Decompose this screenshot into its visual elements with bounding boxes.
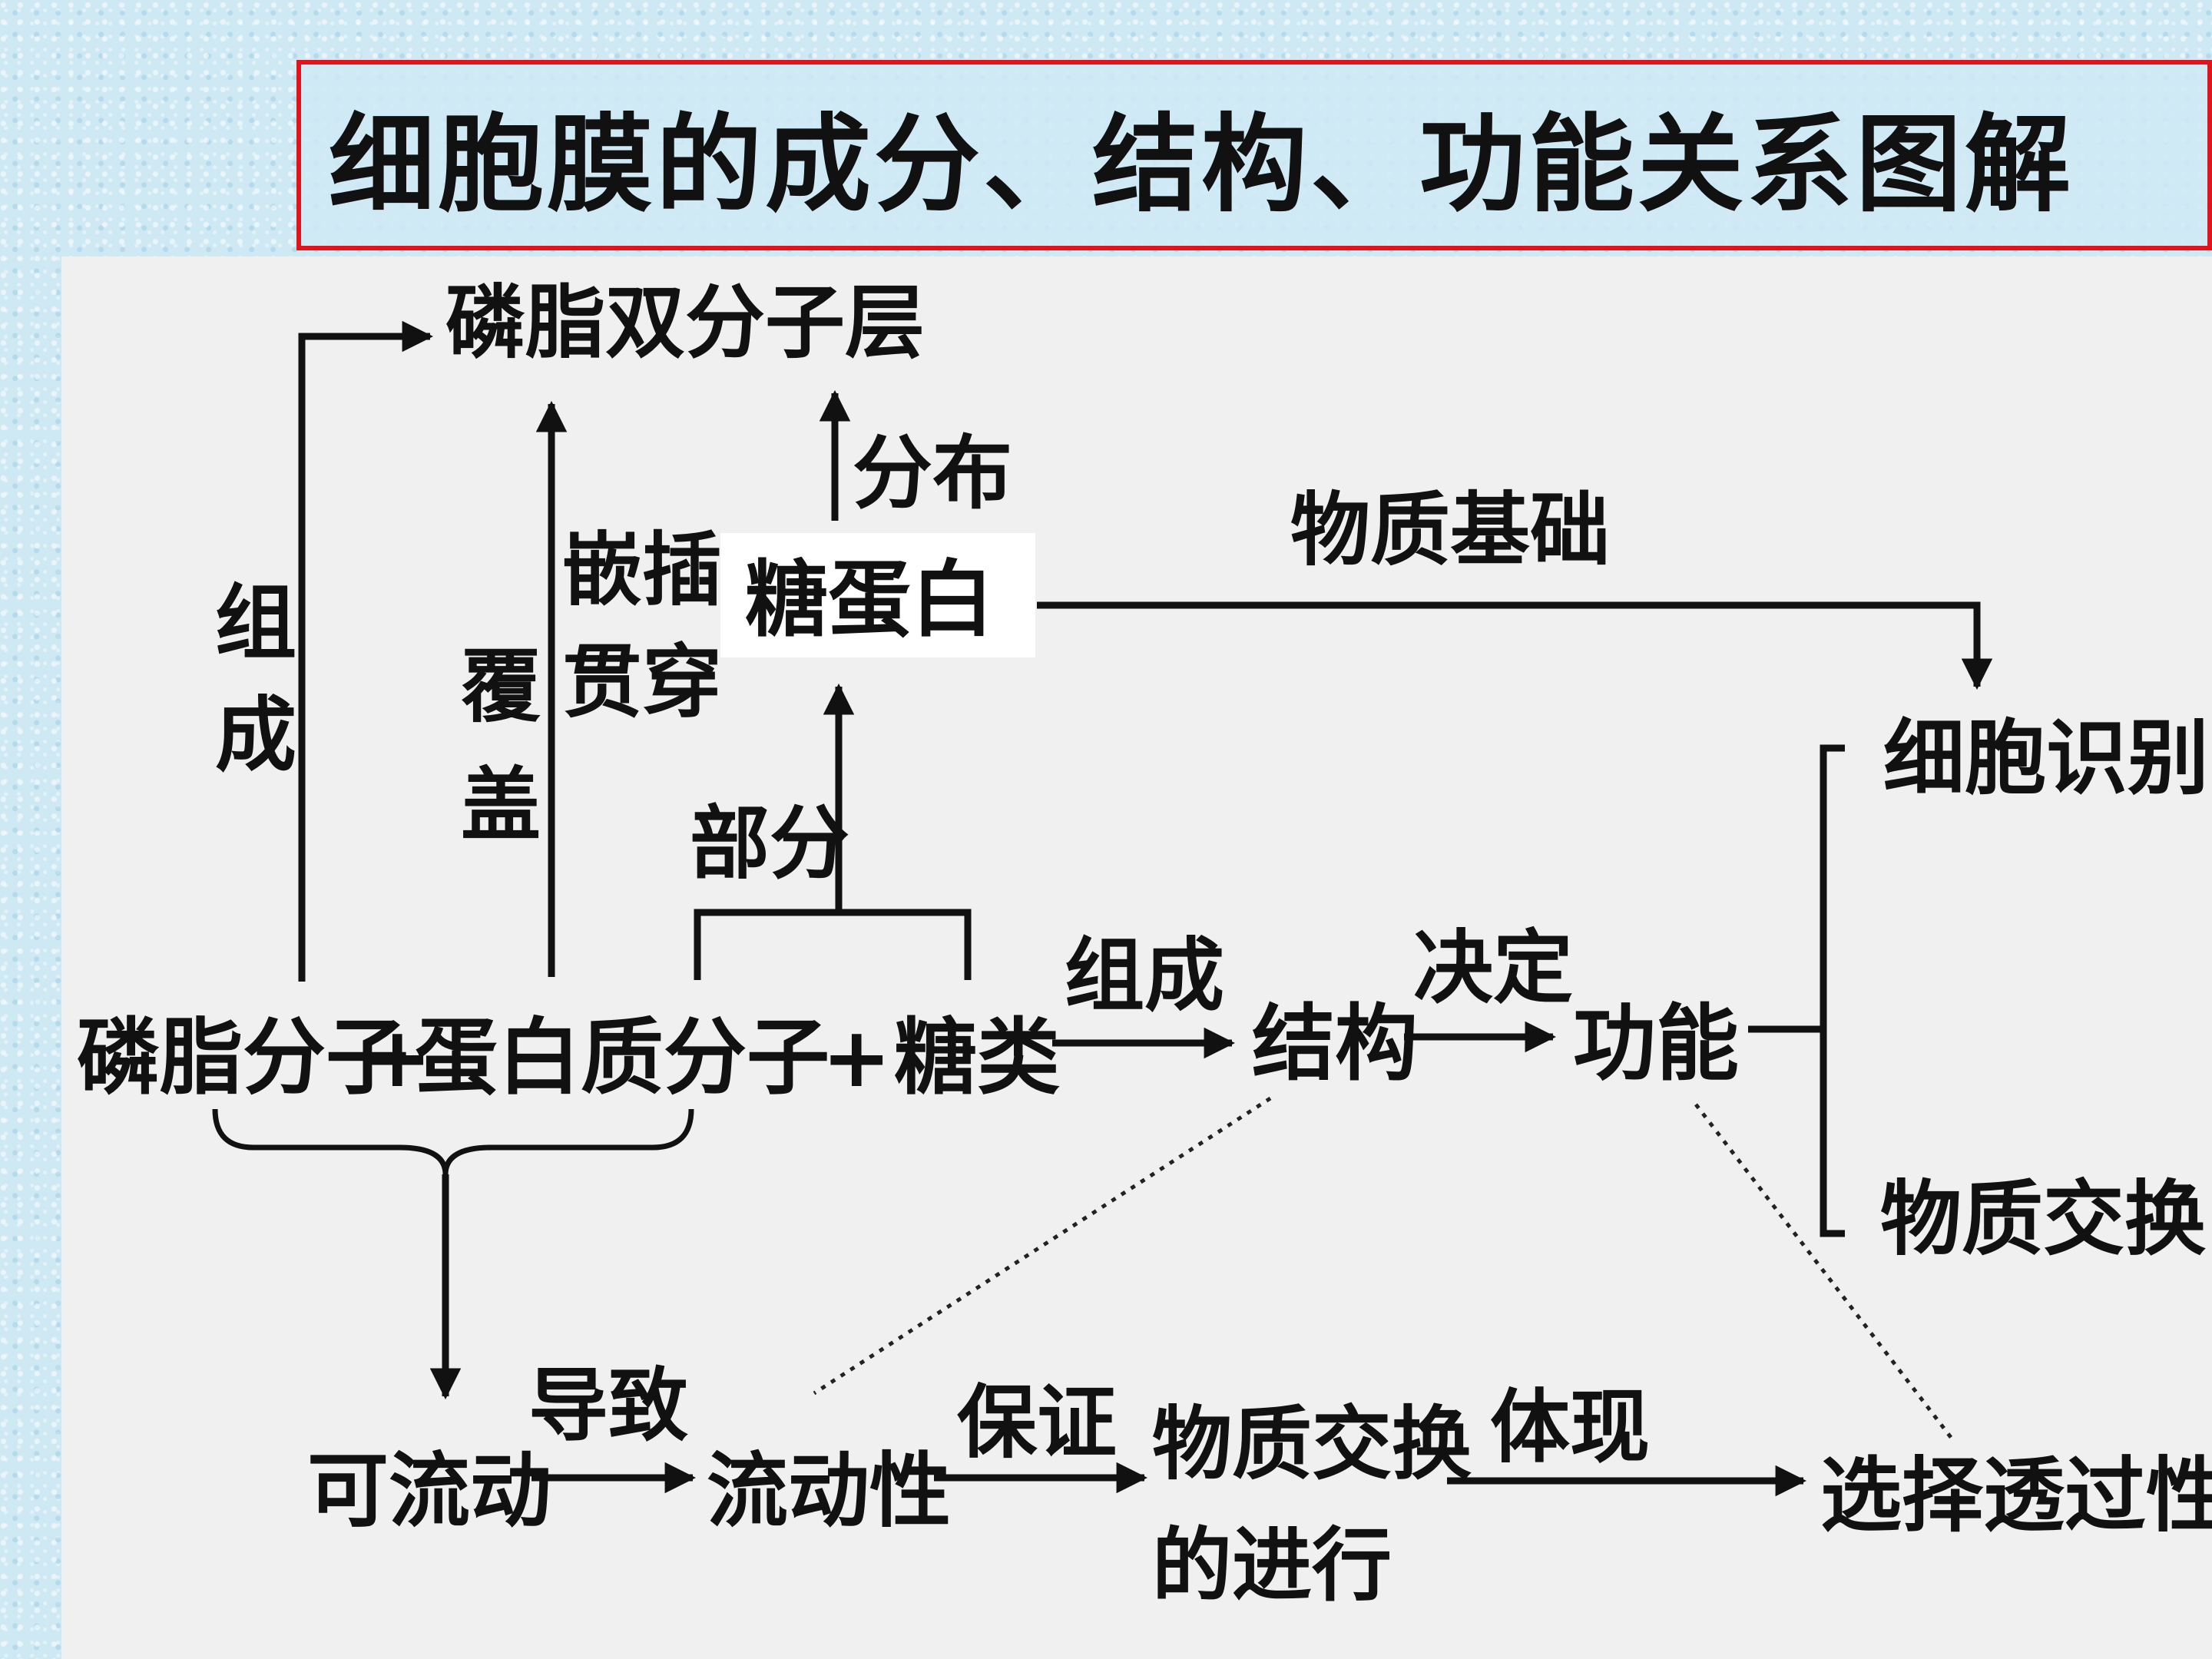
edge-penetrate: 贯穿 [562,635,722,729]
node-plus-1: + [363,1010,432,1106]
edge-embed: 嵌插 [562,523,722,617]
protein-sugar-bracket [694,909,972,980]
function-branch-bracket [1820,744,1845,1237]
node-plus-2: + [822,1010,892,1106]
edge-compose: 组成 [1065,929,1224,1022]
node-material-exchange: 物质交换 [1880,1172,2206,1267]
node-cell-recognition: 细胞识别 [1883,711,2209,806]
node-phospholipid-bilayer: 磷脂双分子层 [445,276,925,369]
node-material-exchange-proceed-1: 物质交换 [1152,1397,1472,1491]
edge-lead-to: 导致 [528,1359,688,1452]
edge-reflect: 体现 [1490,1380,1650,1474]
page-title: 细胞膜的成分、结构、功能关系图解 [329,103,2075,227]
membrane-diagram: 磷脂双分子层 糖蛋白 细胞识别 磷脂分子 + 蛋白质分子 + 糖类 结构 功能 … [77,276,2212,1612]
node-material-exchange-proceed-2: 的进行 [1152,1518,1392,1612]
node-fluidity: 流动性 [707,1444,951,1538]
edge-part: 部分 [690,796,849,890]
nodes: 磷脂双分子层 糖蛋白 细胞识别 磷脂分子 + 蛋白质分子 + 糖类 结构 功能 … [77,276,2212,1612]
node-protein-molecule: 蛋白质分子 [415,1010,830,1106]
edge-distribute: 分布 [853,426,1012,520]
molecule-curly-brace [212,1108,694,1175]
compose-bilayer-arrow [298,320,434,982]
diagram-panel: 磷脂双分子层 糖蛋白 细胞识别 磷脂分子 + 蛋白质分子 + 糖类 结构 功能 … [61,257,2212,1659]
glycoprotein-box [720,533,1035,657]
node-structure: 结构 [1252,996,1418,1092]
function-permeability-dotted-line [1694,1103,1954,1441]
edge-compose-vertical-2: 成 [215,688,296,783]
edge-material-basis: 物质基础 [1290,483,1610,577]
edge-cover-2: 盖 [461,758,541,852]
connector-lines [212,320,1993,1497]
node-flowable: 可流动 [307,1444,551,1538]
structure-fluidity-dotted-line [813,1096,1272,1396]
edge-determine: 决定 [1413,921,1573,1015]
node-sugar: 糖类 [894,1010,1060,1106]
node-selective-permeability: 选择透过性 [1820,1449,2212,1543]
edge-cover-1: 覆 [461,640,541,733]
edge-ensure: 保证 [957,1376,1117,1469]
material-basis-arrow [1037,601,1993,690]
node-function: 功能 [1573,996,1739,1092]
node-glycoprotein: 糖蛋白 [745,552,994,648]
node-phospholipid-molecule: 磷脂分子 [77,1010,409,1106]
edge-compose-vertical-1: 组 [215,576,296,671]
title-box: 细胞膜的成分、结构、功能关系图解 [296,60,2212,250]
edge-labels: 组 成 覆 盖 嵌插 贯穿 分布 部分 物质基础 组成 决定 导致 保证 体现 [215,426,1650,1474]
